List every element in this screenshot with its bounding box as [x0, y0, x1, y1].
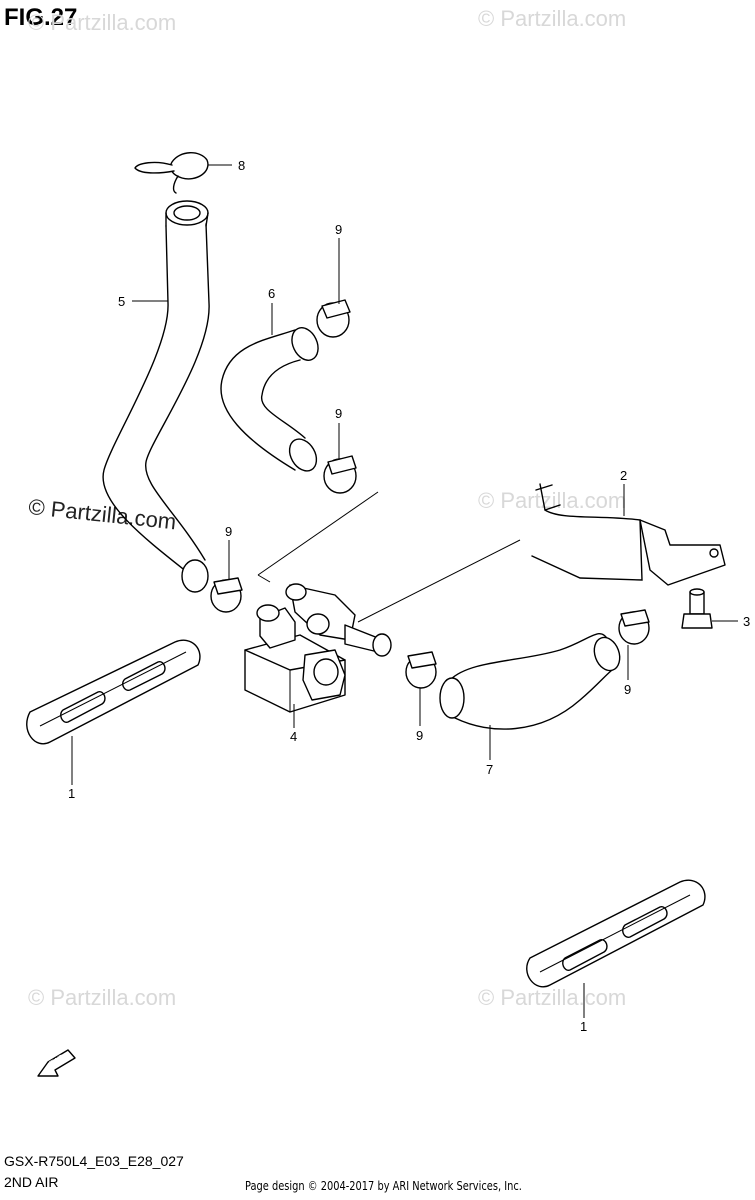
callout-9: 9: [335, 222, 342, 237]
callout-9: 9: [416, 728, 423, 743]
callout-8: 8: [238, 158, 245, 173]
part-1-cover: [526, 879, 706, 988]
figure-title: FIG.27: [4, 4, 78, 31]
callout-9: 9: [335, 406, 342, 421]
part-4-valve: [244, 583, 392, 713]
watermark: © Partzilla.com: [478, 985, 627, 1010]
part-3-bolt: [681, 588, 713, 629]
part-9-clamp: [316, 299, 351, 338]
callout-6: 6: [268, 286, 275, 301]
callout-5: 5: [118, 294, 125, 309]
watermark: © Partzilla.com: [478, 6, 627, 31]
model-code: GSX-R750L4_E03_E28_027: [4, 1153, 184, 1169]
callout-7: 7: [486, 762, 493, 777]
part-9-clamp: [323, 455, 357, 494]
part-9-clamp: [618, 609, 650, 645]
part-8-clip: [134, 152, 209, 194]
callout-9: 9: [624, 682, 631, 697]
fwd-arrow-icon: FWD: [37, 1049, 76, 1077]
page-credit: Page design © 2004-2017 by ARI Network S…: [245, 1179, 522, 1193]
callout-1: 1: [68, 786, 75, 801]
watermark: © Partzilla.com: [28, 10, 177, 35]
part-2-bracket: [531, 483, 726, 586]
part-1-cover: [26, 639, 201, 745]
callout-3: 3: [743, 614, 750, 629]
callout-4: 4: [290, 729, 297, 744]
part-6-hose: [220, 327, 319, 472]
part-9-clamp: [405, 651, 437, 689]
part-7-hose: [439, 633, 621, 730]
part-5-hose: [102, 200, 210, 593]
section-name: 2ND AIR: [4, 1174, 59, 1190]
watermark: © Partzilla.com: [478, 488, 627, 513]
callout-1: 1: [580, 1019, 587, 1034]
part-9-clamp: [210, 577, 243, 613]
watermark: © Partzilla.com: [28, 985, 177, 1010]
callout-9: 9: [225, 524, 232, 539]
callout-2: 2: [620, 468, 627, 483]
